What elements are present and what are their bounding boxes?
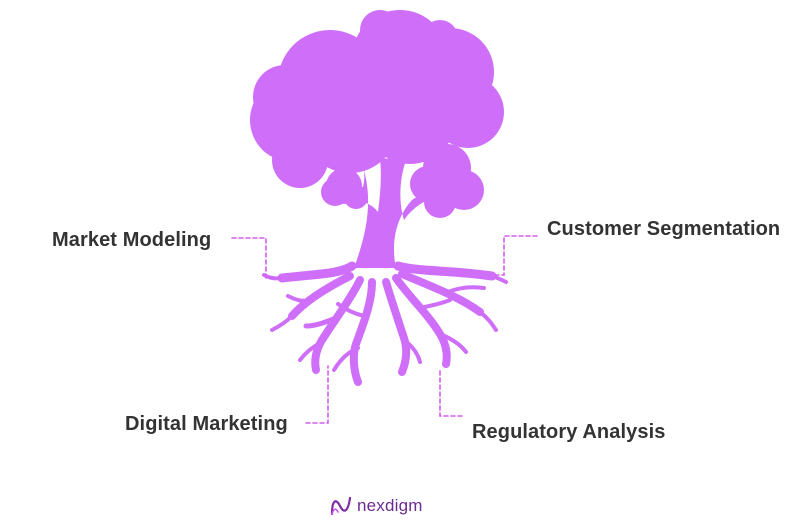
tree-trunk xyxy=(350,158,440,268)
brand-footer: nexdigm xyxy=(330,494,423,518)
connector-market-modeling xyxy=(231,237,283,279)
tree-canopy xyxy=(250,10,504,218)
tree-roots xyxy=(262,261,508,386)
label-regulatory-analysis: Regulatory Analysis xyxy=(472,421,666,443)
label-digital-marketing: Digital Marketing xyxy=(125,413,288,435)
label-market-modeling: Market Modeling xyxy=(52,229,212,251)
connector-digital-marketing xyxy=(305,365,329,424)
connector-customer-segmentation xyxy=(492,235,538,276)
brand-name: nexdigm xyxy=(357,496,423,515)
connector-lines xyxy=(231,235,538,424)
nexdigm-logo-icon xyxy=(330,496,352,516)
label-customer-segmentation: Customer Segmentation xyxy=(547,218,781,240)
connector-regulatory-analysis xyxy=(439,367,463,417)
